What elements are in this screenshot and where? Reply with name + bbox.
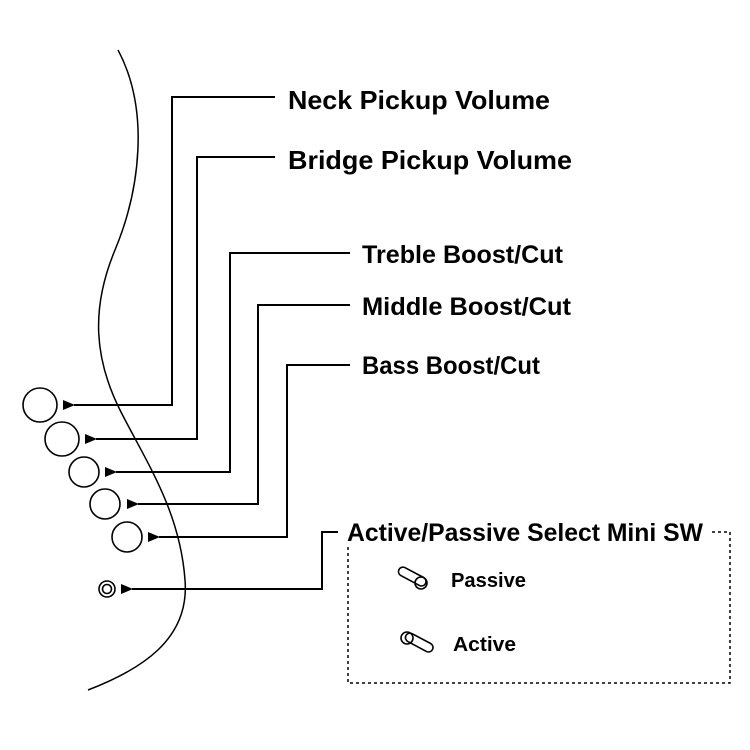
switch-legend-box (347, 531, 731, 684)
passive-label: Passive (451, 570, 526, 592)
guitar-body-outline (87, 49, 186, 691)
toggle-active-icon (400, 631, 434, 653)
treble-leader (105, 252, 350, 477)
treble-label: Treble Boost/Cut (362, 241, 564, 269)
bridge-volume-label: Bridge Pickup Volume (288, 145, 572, 175)
mini-switch-label: Active/Passive Select Mini SW (347, 519, 703, 547)
toggle-passive-icon (397, 566, 428, 590)
middle-label: Middle Boost/Cut (362, 293, 572, 321)
treble-knob (68, 456, 100, 488)
mini-switch-leader (121, 531, 338, 594)
neck-volume-knob (22, 387, 58, 423)
neck-volume-leader (63, 96, 275, 410)
neck-volume-label: Neck Pickup Volume (288, 85, 550, 115)
middle-knob (89, 488, 121, 520)
bass-leader (148, 364, 350, 542)
active-label: Active (453, 634, 516, 656)
bass-knob (111, 521, 143, 553)
bass-label: Bass Boost/Cut (362, 352, 541, 380)
bridge-volume-knob (44, 421, 80, 457)
bridge-volume-leader (85, 156, 275, 444)
mini-switch (98, 580, 116, 598)
middle-leader (127, 304, 350, 509)
